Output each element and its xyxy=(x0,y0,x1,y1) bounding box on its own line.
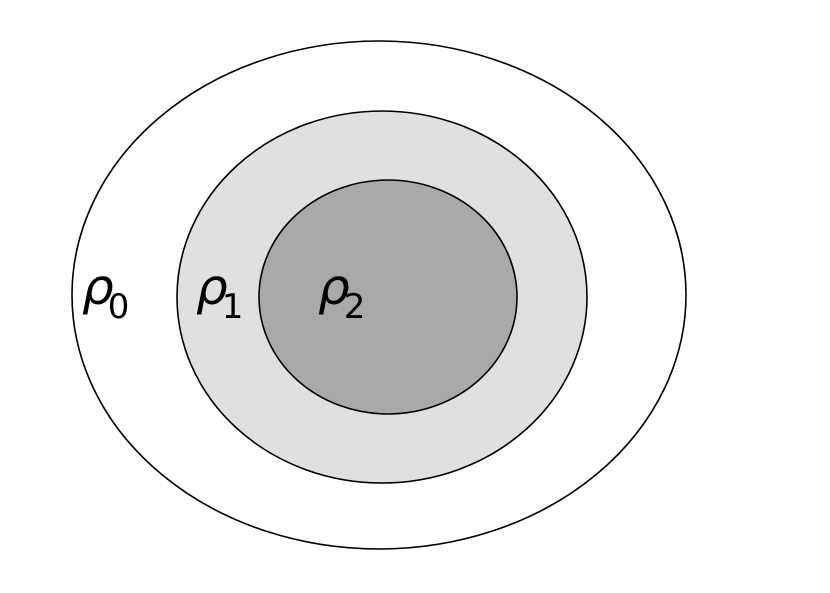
inner-region-subscript: 2 xyxy=(344,287,366,327)
middle-region-label: ρ1 xyxy=(196,258,243,327)
outer-region-subscript: 0 xyxy=(108,287,130,327)
inner-ellipse xyxy=(258,179,518,415)
inner-region-label: ρ2 xyxy=(318,258,365,327)
middle-region-symbol: ρ xyxy=(196,258,228,316)
inner-region-symbol: ρ xyxy=(318,258,350,316)
outer-region-label: ρ0 xyxy=(82,258,129,327)
middle-region-subscript: 1 xyxy=(222,287,244,327)
outer-region-symbol: ρ xyxy=(82,258,114,316)
